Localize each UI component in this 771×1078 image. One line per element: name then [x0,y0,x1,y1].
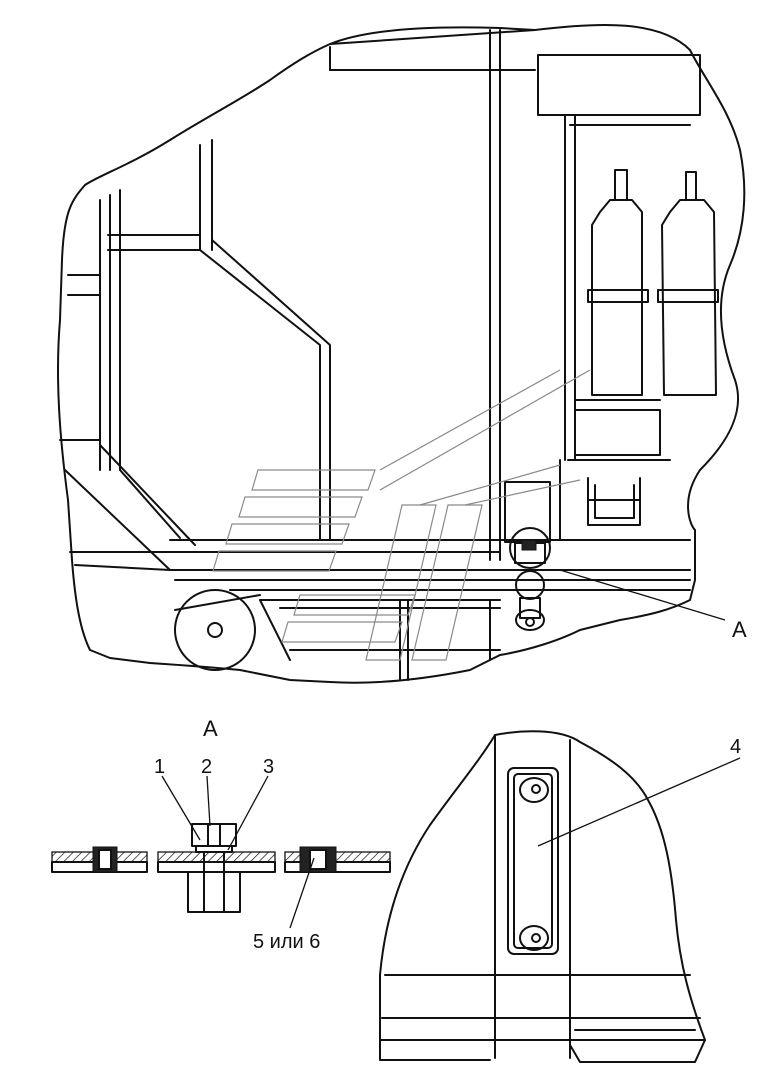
leader-1 [161,775,201,841]
detail-a-section [51,775,391,929]
leader-3 [227,775,269,851]
cover-plate-view [379,730,741,1063]
part-label-3: 3 [263,756,274,778]
main-view [57,23,746,684]
leader-5-6 [289,857,315,929]
watermark-logo [212,369,591,661]
callout-a-leader [559,569,726,621]
part-label-2: 2 [201,756,212,778]
cover-plate-4 [507,767,559,955]
leader-2 [206,775,211,827]
bolt-shank [187,871,241,913]
main-view-break-outline [57,23,746,684]
part-label-1: 1 [154,756,165,778]
leader-4 [537,757,741,847]
rear-panel-box [537,54,701,116]
gas-cylinder-right [657,171,719,396]
jack-mount-assembly [504,481,551,631]
bolt-head [191,823,237,847]
detail-a-title: A [203,716,218,741]
part-label-5-or-6: 5 или 6 [253,931,320,953]
callout-a-label: A [732,617,747,642]
roller-wheel [174,589,256,671]
part-label-4: 4 [730,736,741,758]
gas-cylinder-left [587,169,649,396]
